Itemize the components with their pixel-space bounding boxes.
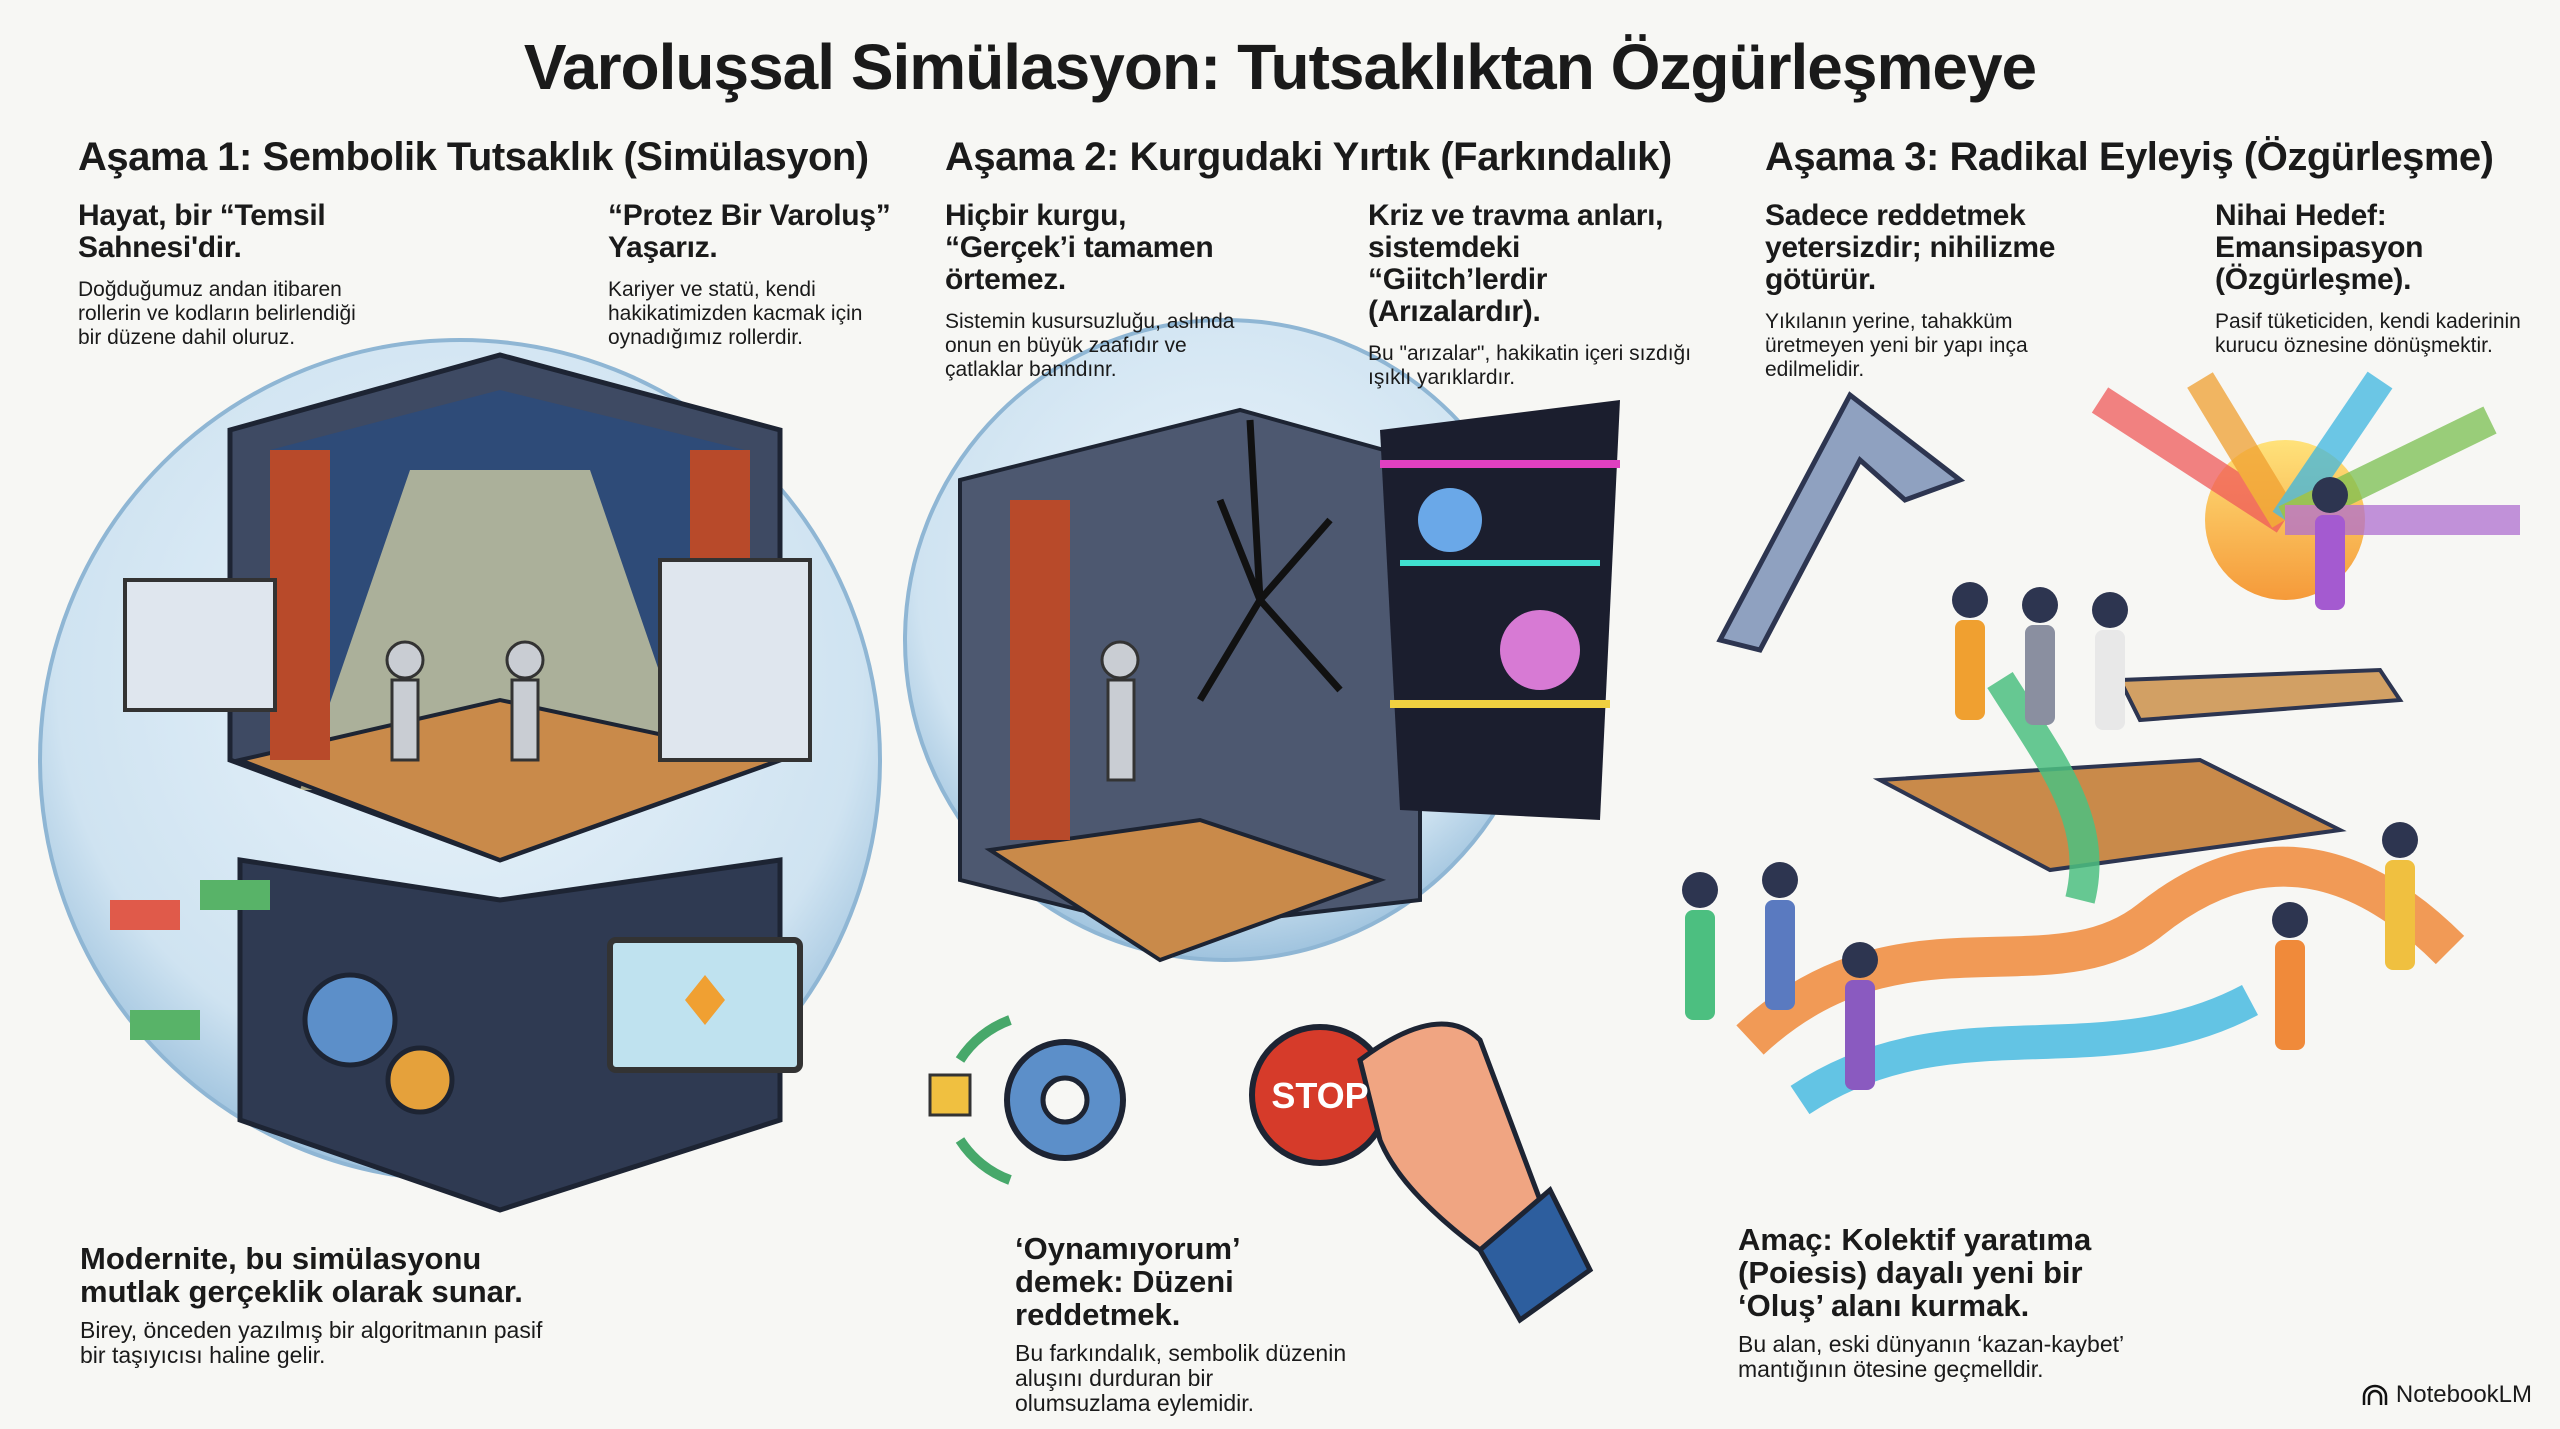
bottom-title: Amaç: Kolektif yaratıma (Poiesis) dayalı… [1738, 1222, 2092, 1323]
block-title: “Protez Bir Varoluş” Yaşarız. [608, 199, 891, 264]
block-text: Sistemin kusursuzluğu, aslında onun en b… [945, 310, 1235, 381]
cycle-gear-icon [928, 1015, 1126, 1185]
block-title: Sadece reddetmek yetersizdir; nihilizme … [1765, 199, 2056, 296]
stage-3-block-2: Nihai Hedef: Emansipasyon (Özgürleşme). … [2215, 200, 2535, 358]
page-title: Varoluşsal Simülasyon: Tutsaklıktan Özgü… [523, 31, 2037, 103]
bottom-text: Birey, önceden yazılmış bir algoritmanın… [80, 1317, 543, 1368]
stage-2-bottom: ‘Oynamıyorum’ demek: Düzeni reddetmek. B… [1015, 1232, 1355, 1416]
stop-button-hand-illustration: STOP [1249, 1021, 1594, 1324]
bottom-title: ‘Oynamıyorum’ demek: Düzeni reddetmek. [1015, 1231, 1239, 1332]
brand-label: NotebookLM [2395, 1381, 2532, 1408]
stage-2-heading: Aşama 2: Kurgudaki Yırtık (Farkındalık) [945, 135, 1672, 179]
theater-stage-illustration [38, 338, 882, 1213]
block-text: Pasif tüketiciden, kendi kaderinin kuruc… [2215, 310, 2521, 357]
block-title: Kriz ve travma anları, sistemdeki “Giitc… [1368, 199, 1664, 328]
stop-label: STOP [1271, 1075, 1368, 1116]
block-text: Kariyer ve statü, kendi hakikatimizden k… [608, 278, 863, 349]
bottom-text: Bu farkındalık, sembolik düzenin aluşını… [1015, 1340, 1347, 1416]
stage-1-bottom: Modernite, bu simülasyonu mutlak gerçekl… [80, 1242, 550, 1368]
block-title: Nihai Hedef: Emansipasyon (Özgürleşme). [2215, 199, 2424, 296]
stage-2-block-2: Kriz ve travma anları, sistemdeki “Giitc… [1368, 200, 1698, 390]
collective-creation-illustration [1682, 371, 2520, 1115]
block-text: Bu "arızalar", hakikatin içeri sızdığı ı… [1368, 342, 1692, 389]
block-text: Doğduğumuz andan itibaren rollerin ve ko… [78, 278, 356, 349]
stage-3-bottom: Amaç: Kolektif yaratıma (Poiesis) dayalı… [1738, 1223, 2158, 1382]
block-title: Hayat, bir “Temsil Sahnesi'dir. [78, 199, 326, 264]
stage-1-heading: Aşama 1: Sembolik Tutsaklık (Simülasyon) [78, 135, 869, 179]
block-title: Hiçbir kurgu, “Gerçek’i tamamen örtemez. [945, 199, 1214, 296]
stage-1-block-2: “Protez Bir Varoluş” Yaşarız. Kariyer ve… [608, 200, 908, 350]
stage-3-heading: Aşama 3: Radikal Eyleyiş (Özgürleşme) [1765, 135, 2494, 179]
notebooklm-logo-icon [2362, 1384, 2388, 1405]
stage-1-block-1: Hayat, bir “Temsil Sahnesi'dir. Doğduğum… [78, 200, 378, 350]
bottom-text: Bu alan, eski dünyanın ‘kazan-kaybet’ ma… [1738, 1331, 2124, 1382]
block-text: Yıkılanın yerine, tahakküm üretmeyen yen… [1765, 310, 2028, 381]
bottom-title: Modernite, bu simülasyonu mutlak gerçekl… [80, 1241, 523, 1309]
notebooklm-brand: NotebookLM [2362, 1381, 2532, 1409]
stage-2-block-1: Hiçbir kurgu, “Gerçek’i tamamen örtemez.… [945, 200, 1235, 382]
stage-3-block-1: Sadece reddetmek yetersizdir; nihilizme … [1765, 200, 2095, 382]
cracked-stage-illustration [903, 318, 1620, 963]
